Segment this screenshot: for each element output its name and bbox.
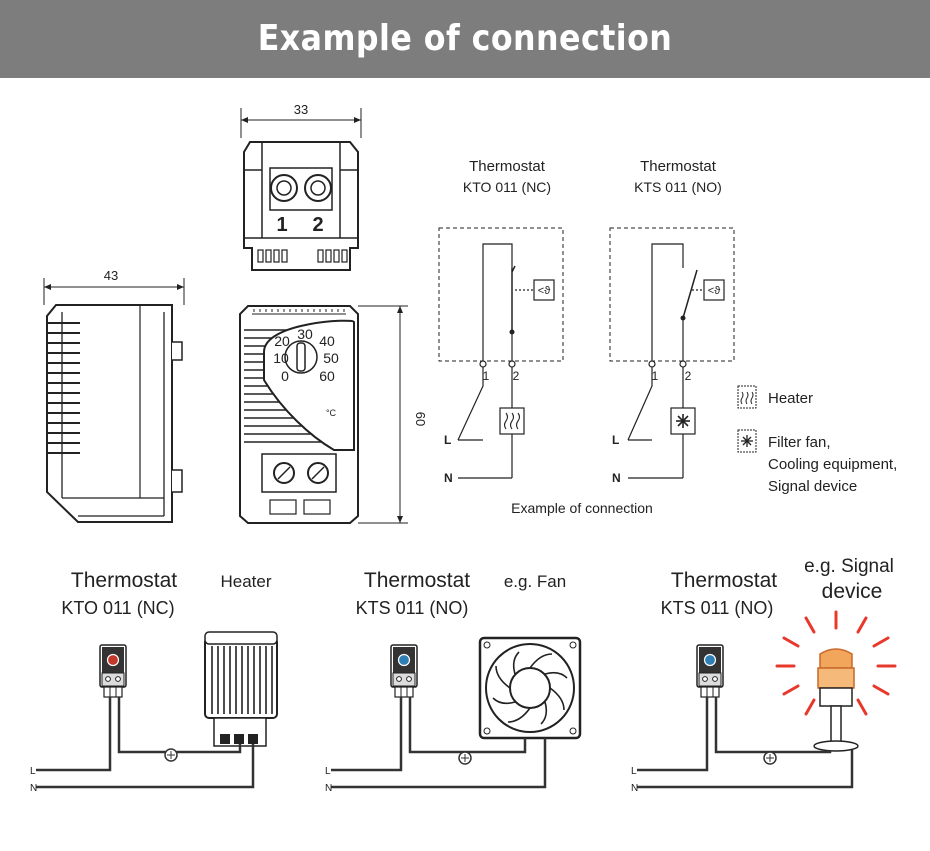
dial-unit: °C — [326, 408, 337, 418]
dial-scale-40: 40 — [319, 333, 335, 349]
nc-neutral-label: N — [444, 471, 453, 485]
no-line-label: L — [612, 433, 619, 447]
example-3-model: KTS 011 (NO) — [661, 598, 774, 618]
example-fan: Thermostat KTS 011 (NO) e.g. Fan — [325, 569, 582, 794]
dial-scale-60: 60 — [319, 368, 335, 384]
thermostat-kts-icon-1 — [390, 644, 418, 698]
wiring-schematic: Thermostat KTO 011 (NC) Thermostat KTS 0… — [438, 158, 897, 516]
schematic-left-title: Thermostat — [469, 158, 546, 175]
title-banner: Example of connection — [0, 0, 930, 78]
dim-height: 60 — [413, 412, 428, 426]
thermostat-kto-icon — [99, 644, 127, 698]
nc-terminal-1: 1 — [483, 369, 490, 383]
no-contact — [682, 269, 698, 319]
nc-sensor-symbol: <ϑ — [538, 285, 550, 297]
dial-scale-30: 30 — [297, 326, 313, 342]
legend-fan-label-2: Cooling equipment, — [768, 456, 897, 473]
connection-diagram: 33 1 2 43 — [30, 102, 897, 794]
example-1-neutral-label: N — [30, 783, 37, 794]
no-terminal-2: 2 — [685, 369, 692, 383]
schematic-left-model: KTO 011 (NC) — [463, 179, 551, 195]
schematic-caption: Example of connection — [511, 500, 653, 516]
dial-scale-20: 20 — [274, 333, 290, 349]
dim-top-width: 33 — [294, 102, 308, 117]
no-housing — [609, 227, 735, 362]
example-signal-device: Thermostat KTS 011 (NO) e.g. Signal devi… — [631, 556, 897, 794]
legend-fan-label-3: Signal device — [768, 478, 857, 495]
example-1-model: KTO 011 (NC) — [61, 598, 174, 618]
dim-side-width: 43 — [104, 268, 118, 283]
example-2-model: KTS 011 (NO) — [356, 598, 469, 618]
thermostat-kts-icon-2 — [696, 644, 724, 698]
thermostat-top-view: 33 1 2 — [240, 102, 362, 271]
nc-housing — [438, 227, 564, 362]
example-2-neutral-label: N — [325, 783, 332, 794]
example-2-line-label: L — [325, 766, 331, 777]
signal-light-icon — [775, 610, 897, 752]
example-3-line-label: L — [631, 766, 637, 777]
no-terminal-1: 1 — [652, 369, 659, 383]
dial-scale-10: 10 — [273, 350, 289, 366]
dial-scale-50: 50 — [323, 350, 339, 366]
example-3-load-line1: e.g. Signal — [804, 556, 894, 577]
no-sensor-symbol: <ϑ — [708, 285, 720, 297]
no-neutral-label: N — [612, 471, 621, 485]
nc-terminal-2: 2 — [513, 369, 520, 383]
example-1-title: Thermostat — [71, 569, 177, 592]
terminal-label-1: 1 — [276, 214, 287, 236]
page-title: Example of connection — [257, 18, 673, 59]
thermostat-side-view: 43 — [43, 268, 185, 523]
example-heater: Thermostat KTO 011 (NC) Heater — [30, 569, 278, 794]
example-1-line-label: L — [30, 766, 36, 777]
fan-icon — [478, 636, 582, 740]
example-1-load: Heater — [220, 572, 271, 591]
nc-line-label: L — [444, 433, 451, 447]
example-3-neutral-label: N — [631, 783, 638, 794]
example-2-load: e.g. Fan — [504, 572, 566, 591]
legend-fan-label-1: Filter fan, — [768, 434, 831, 451]
example-3-title: Thermostat — [671, 569, 777, 592]
legend-heater-icon — [737, 385, 757, 409]
legend-heater-label: Heater — [768, 390, 813, 407]
dial-scale-0: 0 — [281, 368, 289, 384]
example-2-title: Thermostat — [364, 569, 470, 592]
example-3-load-line2: device — [822, 580, 883, 603]
heater-icon — [204, 631, 278, 747]
schematic-right-model: KTS 011 (NO) — [634, 179, 722, 195]
schematic-right-title: Thermostat — [640, 158, 717, 175]
thermostat-front-view: 60 0 10 20 30 40 50 60 °C — [239, 305, 428, 524]
terminal-label-2: 2 — [312, 214, 323, 236]
